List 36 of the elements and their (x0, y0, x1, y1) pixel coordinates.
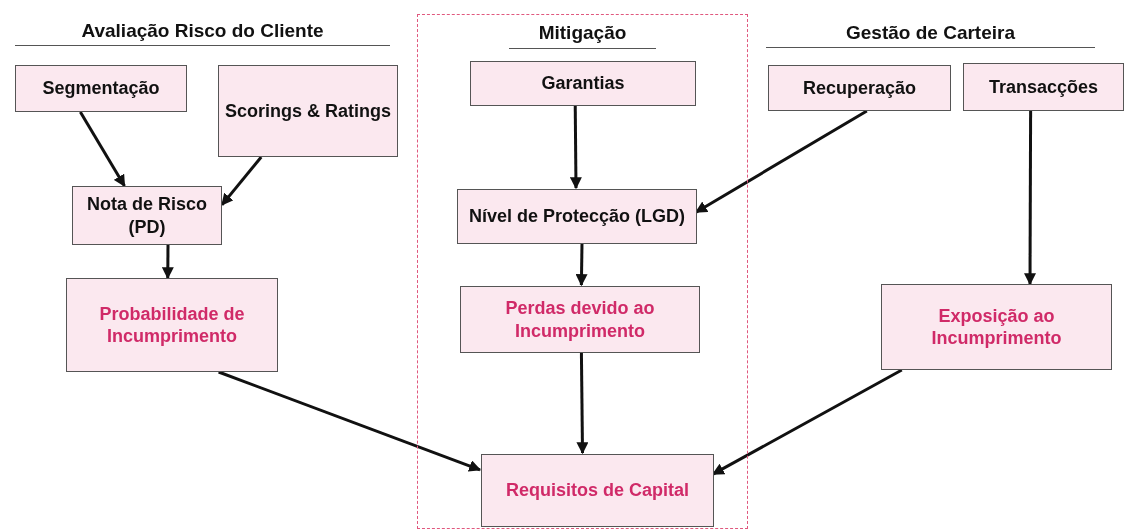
box-label: Garantias (541, 72, 625, 95)
section-heading: Mitigação (508, 21, 657, 49)
box-label: Transacções (988, 75, 1099, 99)
process-box (768, 65, 951, 111)
arrow (161, 245, 174, 280)
box-label: Exposição ao Incumprimento (930, 304, 1063, 350)
arrow (575, 242, 588, 287)
process-box (457, 189, 697, 244)
process-box (881, 284, 1112, 370)
section-heading: Gestão de Carteira (766, 22, 1095, 48)
arrow (1024, 111, 1037, 286)
box-label: Recuperação (802, 76, 917, 100)
section-heading: Avaliação Risco do Cliente (15, 20, 390, 46)
arrow (694, 109, 868, 214)
box-label: Nota de Risco (PD) (86, 193, 208, 238)
arrow (711, 368, 903, 476)
box-label: Requisitos de Capital (505, 479, 689, 502)
arrow (79, 111, 126, 188)
arrow (569, 105, 582, 190)
process-box (481, 454, 714, 527)
box-label: Perdas devido ao Incumprimento (504, 297, 656, 342)
process-box (218, 65, 398, 157)
box-label: Probabilidade de Incumprimento (98, 302, 246, 348)
arrow (576, 352, 589, 455)
arrow (220, 156, 263, 206)
process-box (963, 63, 1124, 111)
box-label: Scorings & Ratings (225, 99, 391, 123)
arrow (218, 370, 482, 472)
process-box (460, 286, 700, 353)
process-box (470, 61, 696, 106)
box-label: Segmentação (42, 77, 160, 100)
process-box (66, 278, 278, 372)
process-box (72, 186, 222, 245)
dashed-group-frame (417, 14, 748, 529)
process-box (15, 65, 187, 112)
box-label: Nível de Protecção (LGD) (468, 205, 686, 228)
